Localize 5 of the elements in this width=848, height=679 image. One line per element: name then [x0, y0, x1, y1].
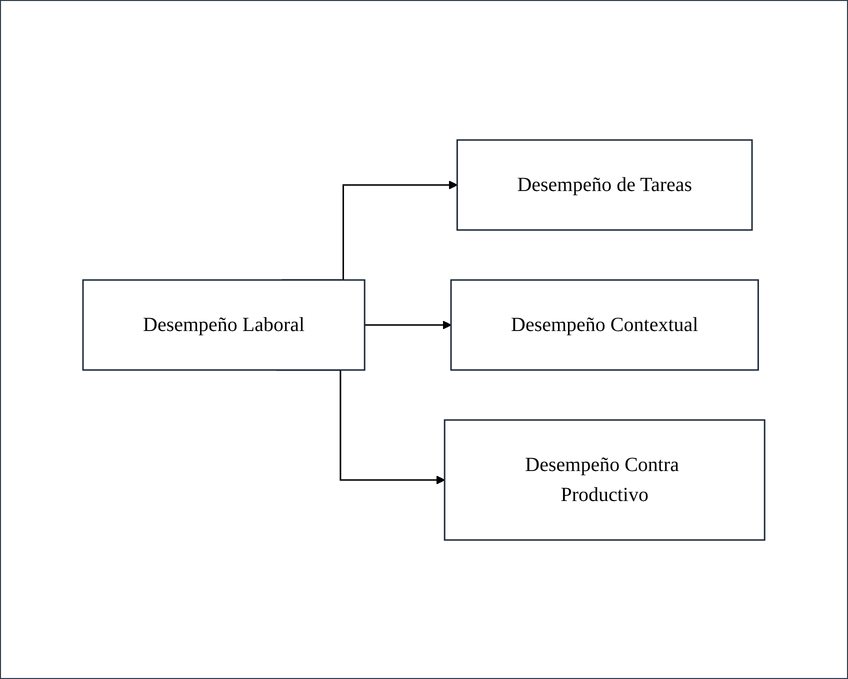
- arrow: [364, 320, 452, 329]
- node-box: Desempeño Contra Productivo: [444, 418, 766, 540]
- node-box: Desempeño de Tareas: [456, 138, 753, 230]
- node-box: Desempeño Laboral: [82, 278, 366, 370]
- node-box: Desempeño Contextual: [450, 278, 760, 370]
